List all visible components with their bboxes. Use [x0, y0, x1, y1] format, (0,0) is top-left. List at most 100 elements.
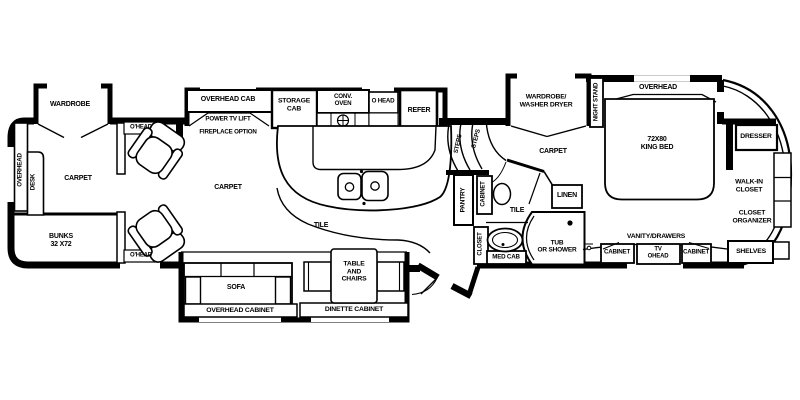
fireplace-wall-stub [176, 119, 183, 146]
living-carpet-label: CARPET [214, 184, 242, 192]
sofa-label: SOFA [226, 284, 246, 292]
overhead-cab-label: OVERHEAD CAB [200, 96, 256, 104]
step-arc-2 [459, 118, 471, 171]
divider-strip-upper [116, 122, 126, 175]
bath-sink-drain [501, 243, 505, 246]
master-fixtures [582, 77, 732, 265]
entry-riser-wall [466, 266, 481, 296]
entry-steps [447, 117, 507, 172]
bath-fixtures [446, 158, 586, 266]
shower-inner-curve [525, 215, 535, 261]
window-front-corner [717, 92, 724, 112]
med-cab-label: MED CAB [492, 253, 520, 261]
shelves-label: SHELVES [736, 248, 766, 256]
window-dinette-slide-1 [199, 317, 281, 322]
fireplace-option-label: FIREPLACE OPTION [199, 128, 257, 136]
bath-closet-label: CLOSET [477, 232, 484, 256]
hall-diagonal-wall [506, 158, 545, 173]
faucet-dot [359, 169, 364, 174]
overhead-cabinet-label: OVERHEAD CABINET [206, 307, 274, 315]
wardrobe-label: WARDROBE [49, 101, 91, 109]
bath-cabinet-label: CABINET [480, 181, 487, 207]
power-tv-lift-label: POWER TV LIFT [205, 115, 251, 123]
closet-organizer-shelf [773, 152, 792, 228]
rear-bedroom-fixtures [11, 121, 186, 264]
step-arc-1 [447, 119, 459, 172]
kitchen-fixtures [186, 88, 453, 254]
bath-door-leaf [528, 172, 541, 205]
dinette-sofa-fixtures [183, 248, 409, 318]
chair-seat [135, 209, 173, 248]
counter-inner-edge [312, 125, 437, 171]
vanity-cabinet-right-box [681, 243, 712, 264]
closet-wall-stub [726, 121, 733, 170]
window-bottom-left [120, 261, 160, 269]
kitchen-peninsula [276, 125, 453, 212]
shelves-box [727, 240, 774, 264]
refer-label: REFER [407, 107, 431, 115]
wardrobe-washer-dryer-label: WARDROBE/ WASHER DRYER [519, 93, 573, 108]
bath-closet-box [473, 226, 489, 265]
dinette-table [330, 248, 378, 304]
washer-slide-marks [510, 125, 587, 138]
entry-diagonal-wall-a [416, 262, 440, 281]
sofa-arm-right [274, 276, 292, 305]
divider-strip-lower [116, 211, 126, 264]
entry-door-swing-arc [411, 277, 438, 295]
closet-organizer-label: CLOSET ORGANIZER [732, 209, 772, 224]
window-master-top [634, 75, 690, 82]
king-bed [604, 98, 715, 201]
tv-ohead-label: TV OHEAD [647, 246, 669, 259]
tub-shower-label: TUB OR SHOWER [537, 239, 577, 254]
walk-in-closet-label: WALK-IN CLOSET [735, 178, 763, 193]
vanity-cabinet-right-label: CABINET [682, 248, 710, 256]
linen-diagonal-wall [543, 171, 554, 187]
sprayer-dot [362, 201, 366, 206]
tv-lift-outline [188, 112, 270, 127]
window-washer-slide [517, 73, 575, 79]
desk-label: DESK [29, 173, 37, 191]
tv-ohead-box [636, 243, 681, 265]
tile-carpet-boundary [276, 187, 431, 254]
window-bottom-right [627, 261, 683, 269]
kitchen-tile-label: TILE [313, 222, 329, 230]
step-arc-3 [471, 118, 483, 170]
pantry-box [453, 174, 474, 226]
steps-hall-edge [485, 117, 507, 162]
linen-label: LINEN [556, 192, 578, 200]
night-stand-box [589, 77, 604, 128]
linen-box [551, 184, 583, 209]
table-chairs-label: TABLE AND CHAIRS [341, 260, 367, 283]
dinette-slide-frame [178, 252, 410, 323]
night-stand-label: NIGHT STAND [593, 82, 600, 122]
wardrobe-slide-marks [37, 123, 109, 139]
organizer-cubby [771, 241, 790, 260]
dresser-label: DRESSER [740, 133, 772, 141]
vanity-cabinet-left-box [600, 243, 635, 264]
bed-overhead-label: OVERHEAD [638, 84, 678, 92]
window-kitchen-slide-2 [362, 87, 394, 93]
vanity-leader-lines [602, 241, 710, 250]
sofa-arm-left [184, 276, 202, 305]
bath-cabinet-box [476, 175, 493, 215]
window-rear [7, 147, 15, 202]
dresser-box [734, 123, 779, 152]
bath-sink-inner [491, 231, 519, 249]
vanity-drawers-label: VANITY/DRAWERS [626, 233, 686, 241]
conv-oven-label: CONV. OVEN [333, 93, 353, 107]
bench-back-lines [307, 262, 401, 291]
overhead-cabinet-box [183, 303, 298, 318]
vanity-faucet [586, 245, 592, 251]
pantry-label: PANTRY [459, 187, 467, 213]
burner-cross [337, 115, 349, 126]
dinette-cabinet-label: DINETTE CABINET [324, 306, 384, 314]
recliner-chair-upper [127, 121, 186, 180]
window-dinette-slide-2 [311, 317, 389, 322]
front-closet-fixtures [727, 123, 792, 264]
shower-head-dot [567, 220, 573, 226]
king-bed-label: 72X80 KING BED [640, 136, 674, 151]
sofa-cushion-lines [184, 263, 292, 278]
sink-drain-right [370, 181, 380, 191]
